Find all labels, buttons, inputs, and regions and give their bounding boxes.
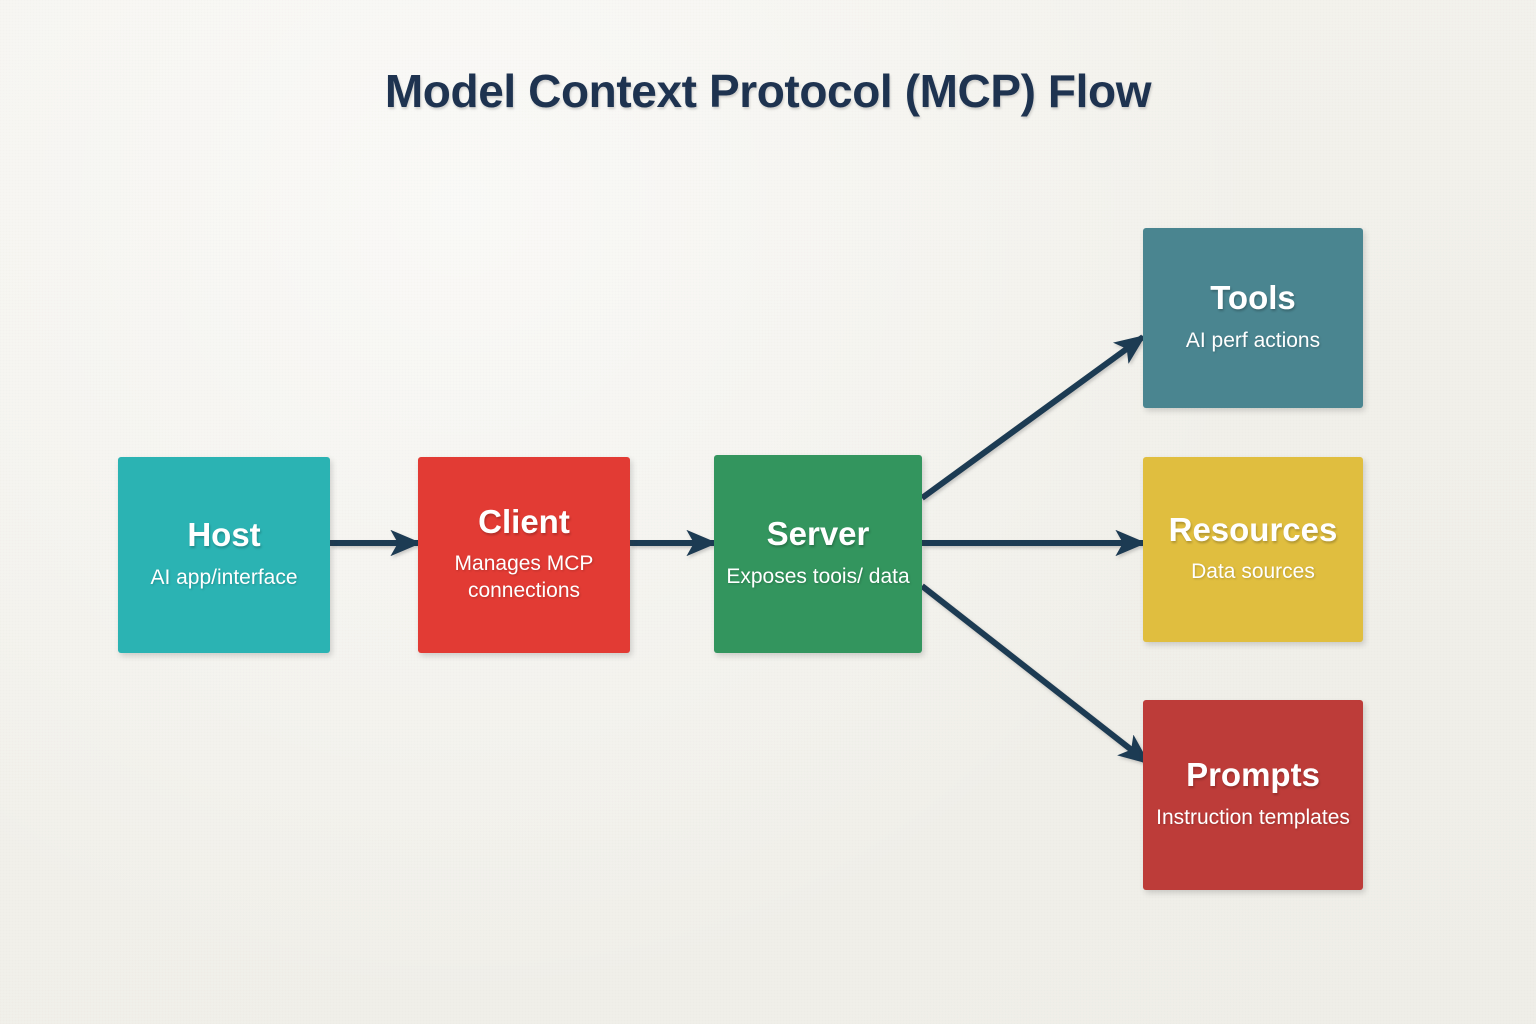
node-server-subtitle: Exposes toois/ data (726, 564, 910, 588)
node-host[interactable]: Host AI app/interface (118, 457, 330, 653)
node-client-label: Client (478, 502, 570, 540)
node-host-label: Host (187, 516, 261, 554)
arrow-server-to-tools (920, 334, 1146, 501)
node-tools-subtitle: AI perf actions (1185, 328, 1321, 352)
node-tools[interactable]: Tools AI perf actions (1143, 228, 1363, 408)
node-tools-label: Tools (1210, 279, 1296, 317)
arrow-server-to-prompts (920, 583, 1150, 765)
node-server-label: Server (766, 515, 870, 553)
node-client-subtitle: Manages MCP connections (454, 552, 594, 603)
node-prompts-subtitle: Instruction templates (1156, 805, 1350, 829)
node-resources-label: Resources (1168, 510, 1338, 548)
page-title: Model Context Protocol (MCP) Flow (384, 65, 1152, 117)
node-prompts-label: Prompts (1186, 756, 1320, 794)
node-resources-subtitle: Data sources (1191, 560, 1315, 584)
node-host-subtitle: AI app/interface (150, 565, 298, 589)
